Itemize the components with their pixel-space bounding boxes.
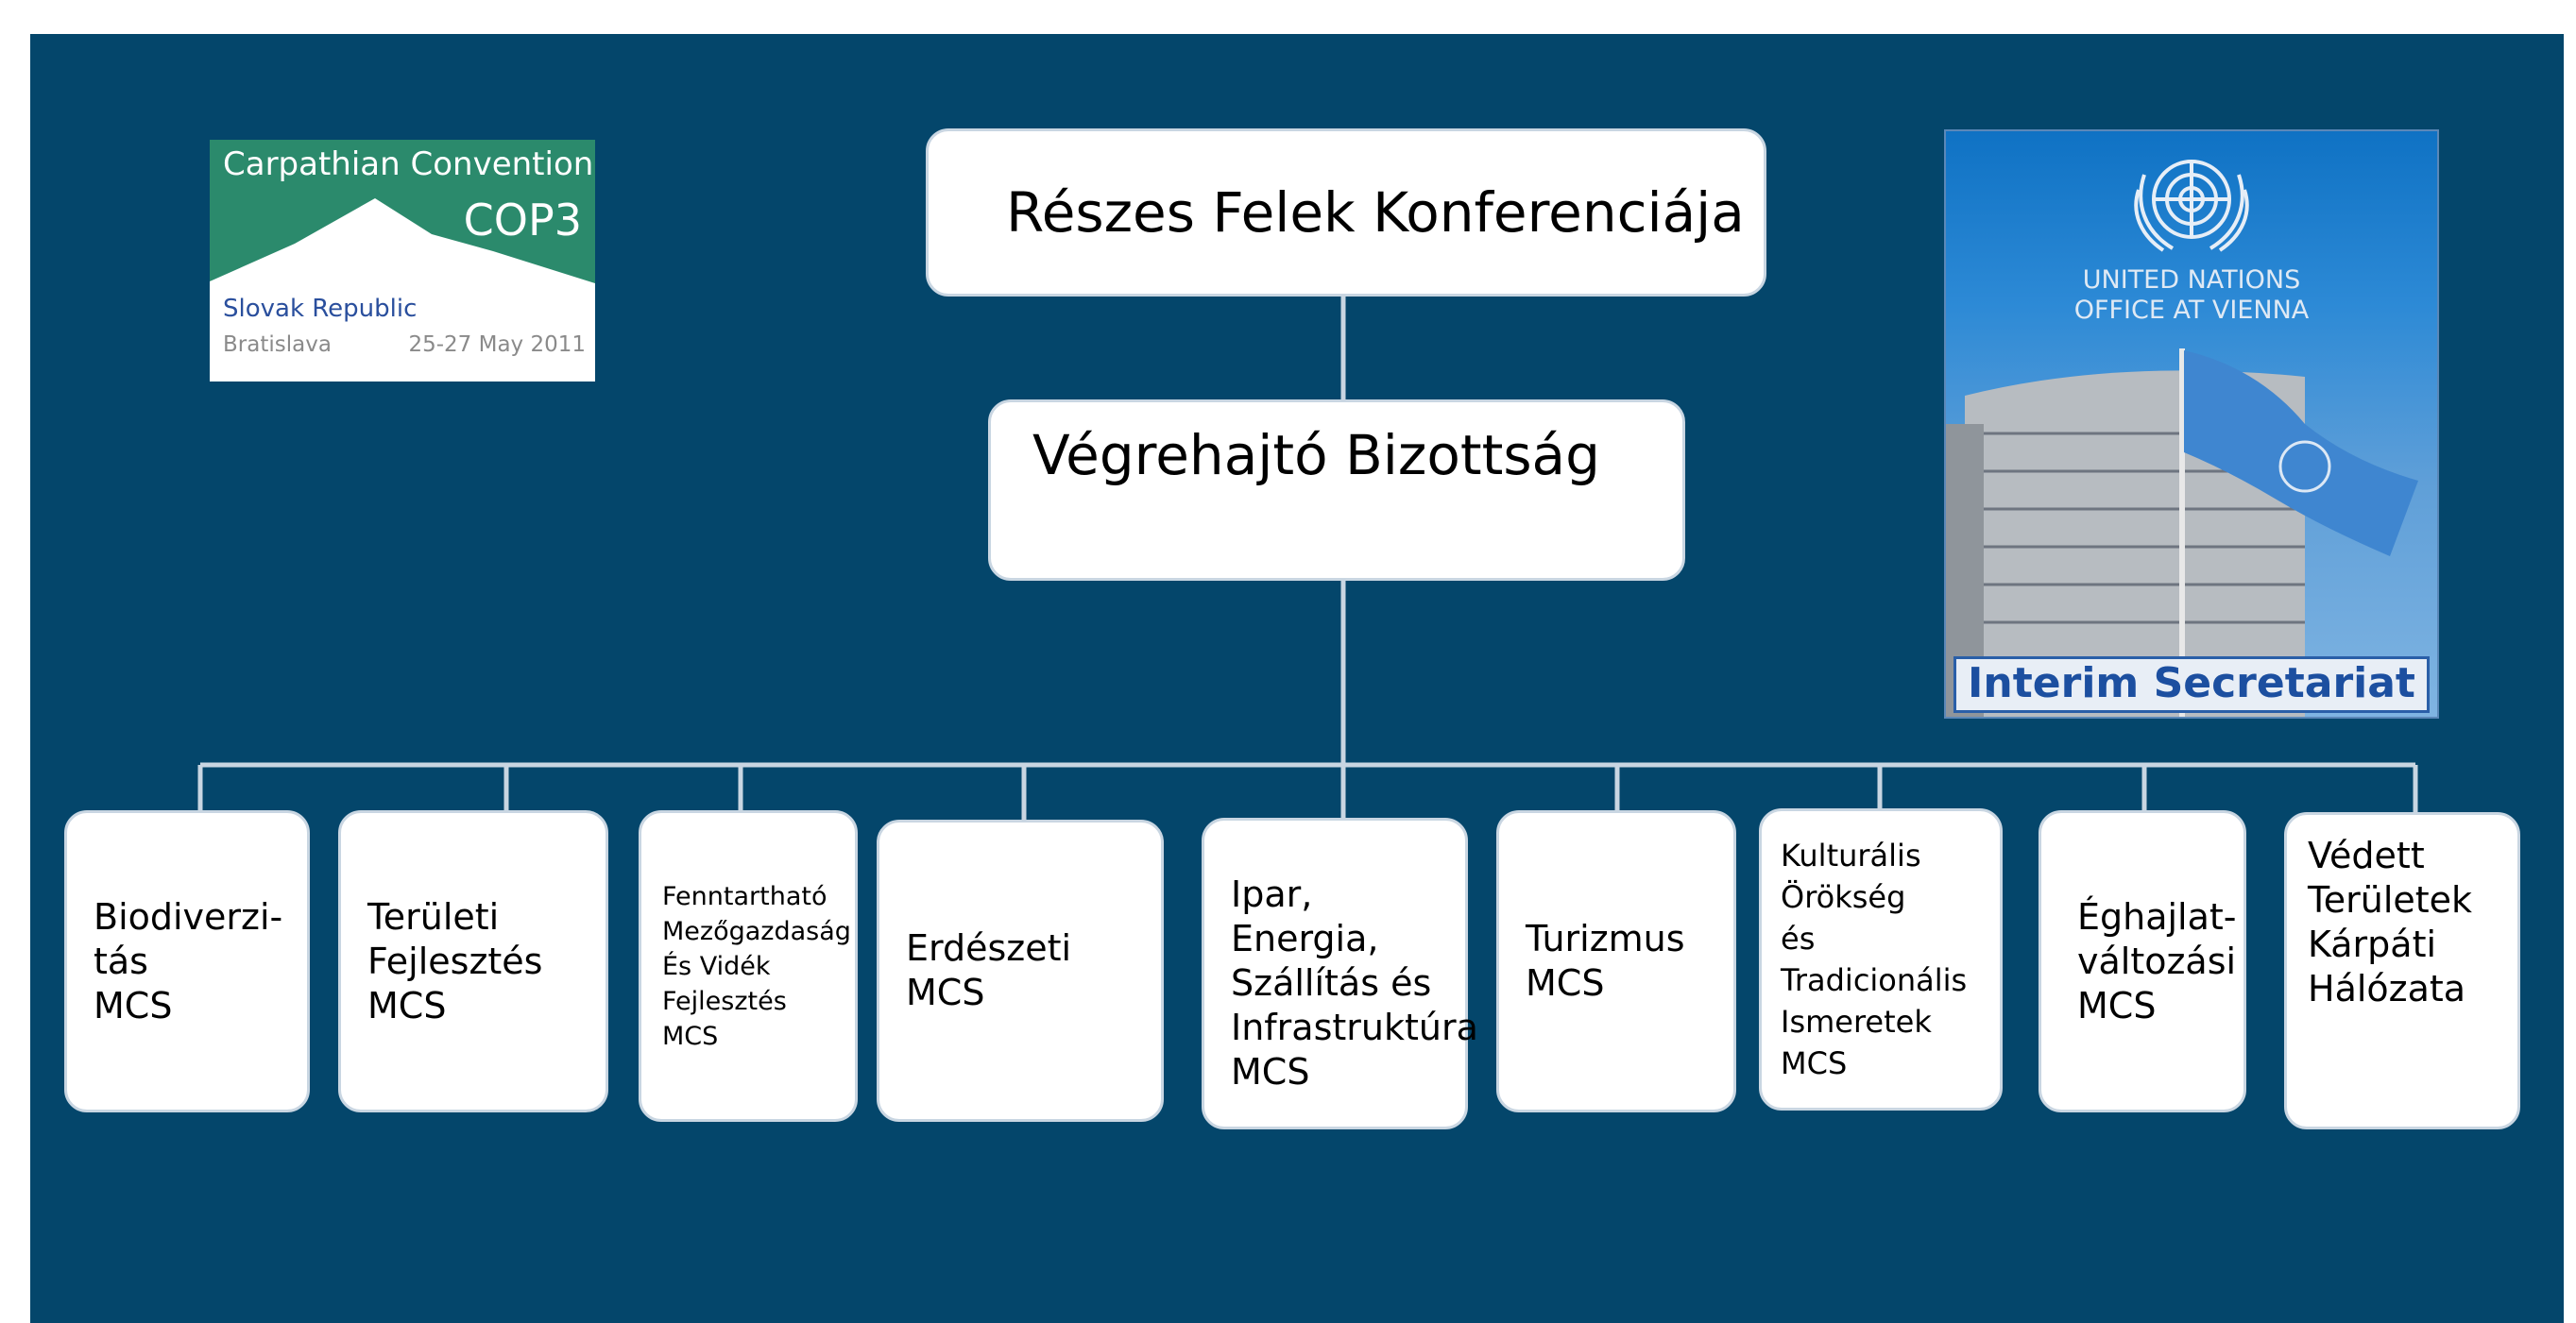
un-vienna-panel: UNITED NATIONS OFFICE AT VIENNA Interim … — [1944, 129, 2439, 719]
wg-agriculture-rural: Fenntartható Mezőgazdaság És Vidék Fejle… — [639, 810, 858, 1122]
un-office-text: UNITED NATIONS OFFICE AT VIENNA — [1946, 265, 2437, 326]
wg-tourism: Turizmus MCS — [1496, 810, 1736, 1112]
un-line-2: OFFICE AT VIENNA — [2073, 296, 2310, 325]
mountain-graphic — [210, 198, 595, 382]
wg-biodiversity-label: Biodiverzi- tás MCS — [94, 895, 283, 1026]
interim-secretariat-caption: Interim Secretariat — [1953, 656, 2430, 713]
wg-tourism-label: Turizmus MCS — [1526, 918, 1685, 1004]
logo-line-1: Carpathian Convention — [223, 145, 594, 183]
node-conference-of-parties: Részes Felek Konferenciája — [926, 128, 1766, 297]
node-executive-label: Végrehajtó Bizottság — [1032, 423, 1600, 487]
wg-forestry: Erdészeti MCS — [877, 820, 1164, 1122]
wg-protected-areas: Védett Területek Kárpáti Hálózata — [2284, 812, 2520, 1129]
wg-biodiversity: Biodiverzi- tás MCS — [64, 810, 310, 1112]
wg-protected-areas-label: Védett Területek Kárpáti Hálózata — [2308, 835, 2473, 1009]
un-building-illustration — [1946, 348, 2418, 717]
wg-spatial-development-label: Területi Fejlesztés MCS — [367, 895, 543, 1026]
logo-dates: 25-27 May 2011 — [408, 332, 586, 357]
un-line-1: UNITED NATIONS — [2082, 265, 2301, 295]
wg-industry-energy-transport: Ipar, Energia, Szállítás és Infrastruktú… — [1202, 818, 1478, 1129]
wg-agriculture-rural-label: Fenntartható Mezőgazdaság És Vidék Fejle… — [662, 881, 851, 1051]
wg-spatial-development: Területi Fejlesztés MCS — [338, 810, 608, 1112]
node-executive-committee: Végrehajtó Bizottság — [988, 399, 1685, 581]
wg-cultural-heritage: Kulturális Örökség és Tradicionális Isme… — [1759, 808, 2003, 1111]
node-conference-label: Részes Felek Konferenciája — [1006, 180, 1745, 245]
wg-cultural-heritage-label: Kulturális Örökség és Tradicionális Isme… — [1781, 838, 1968, 1081]
un-emblem-icon — [2134, 160, 2249, 252]
logo-city: Bratislava — [223, 332, 332, 357]
wg-climate-change: Éghajlat- változási MCS — [2039, 810, 2246, 1112]
carpathian-convention-logo: Carpathian Convention COP3 Slovak Republ… — [210, 140, 595, 382]
wg-industry-energy-transport-label: Ipar, Energia, Szállítás és Infrastruktú… — [1231, 873, 1478, 1093]
wg-forestry-label: Erdészeti MCS — [906, 927, 1072, 1013]
logo-line-2: COP3 — [463, 195, 582, 246]
wg-climate-change-label: Éghajlat- változási MCS — [2077, 895, 2237, 1026]
logo-line-3: Slovak Republic — [223, 295, 418, 323]
